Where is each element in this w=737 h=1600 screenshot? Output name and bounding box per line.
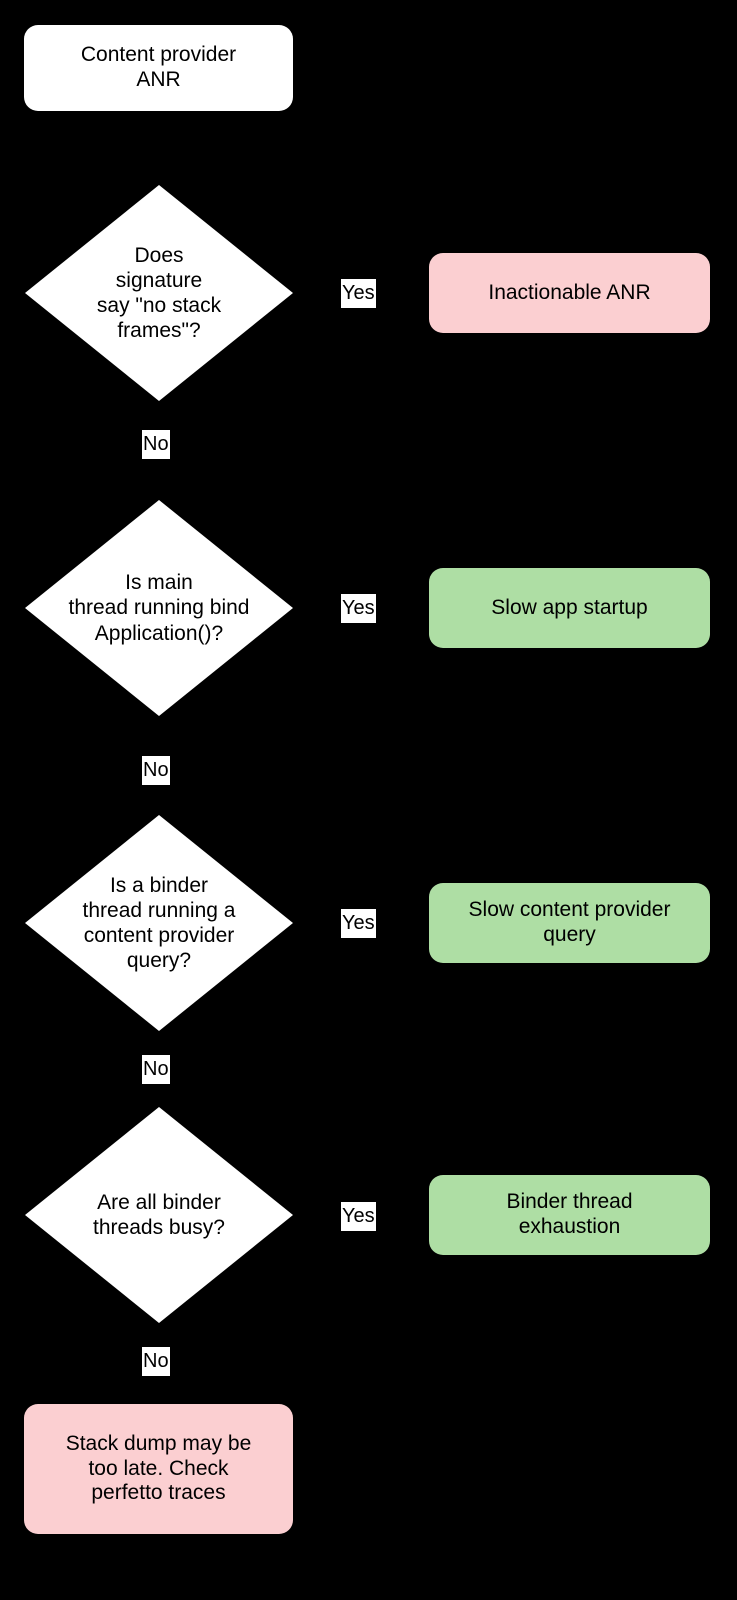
node-outcome-slow-content-provider-query[interactable]: Slow content provider query [429, 883, 710, 963]
diamond-shape-4 [25, 1107, 293, 1323]
connector-start-to-decision1 [157, 110, 159, 186]
node-decision-binder-threads-busy[interactable]: Are all binder threads busy? [25, 1107, 293, 1323]
node-decision-content-provider-query[interactable]: Is a binder thread running a content pro… [25, 815, 293, 1031]
node-outcome-stack-dump-too-late[interactable]: Stack dump may be too late. Check perfet… [24, 1404, 293, 1534]
node-decision-no-stack-frames[interactable]: Does signature say "no stack frames"? [25, 185, 293, 401]
edge-label-yes-4: Yes [341, 1202, 376, 1231]
node-decision-bind-application[interactable]: Is main thread running bind Application(… [25, 500, 293, 716]
edge-label-no-2: No [142, 756, 170, 785]
node-outcome-slow-app-startup[interactable]: Slow app startup [429, 568, 710, 648]
edge-label-yes-1: Yes [341, 279, 376, 308]
diamond-shape-3 [25, 815, 293, 1031]
node-start-content-provider-anr[interactable]: Content provider ANR [24, 25, 293, 111]
diamond-shape-2 [25, 500, 293, 716]
edge-label-yes-2: Yes [341, 594, 376, 623]
node-outcome-binder-thread-exhaustion[interactable]: Binder thread exhaustion [429, 1175, 710, 1255]
diamond-shape-1 [25, 185, 293, 401]
edge-label-no-3: No [142, 1055, 170, 1084]
edge-label-yes-3: Yes [341, 909, 376, 938]
edge-label-no-4: No [142, 1347, 170, 1376]
node-outcome-inactionable-anr[interactable]: Inactionable ANR [429, 253, 710, 333]
edge-label-no-1: No [142, 430, 170, 459]
